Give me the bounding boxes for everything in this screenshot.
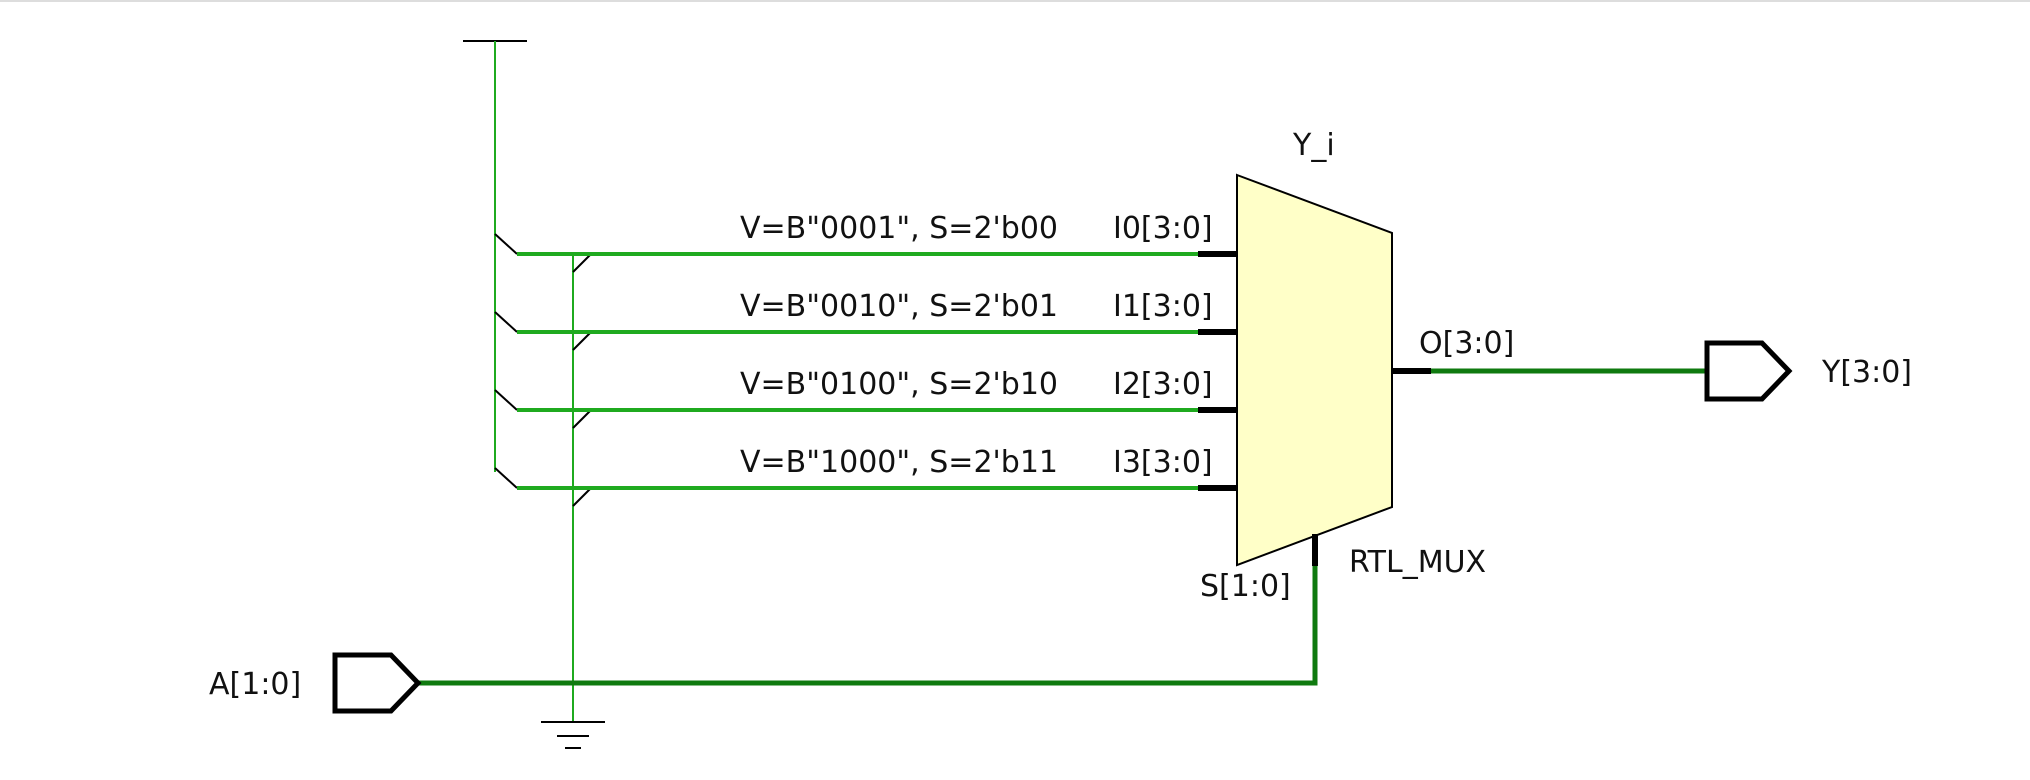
ground-icon	[541, 721, 605, 749]
output-pin-label: O[3:0]	[1419, 326, 1514, 361]
select-wire	[416, 566, 1318, 686]
mux-body[interactable]	[1236, 173, 1393, 567]
input-row-0: V=B"0001", S=2'b00 I0[3:0]	[494, 211, 1237, 273]
input-pin-label: I2[3:0]	[1113, 367, 1213, 402]
input-row-1: V=B"0010", S=2'b01 I1[3:0]	[494, 289, 1237, 351]
input-value-label: V=B"0010", S=2'b01	[740, 289, 1058, 324]
input-row-3: V=B"1000", S=2'b11 I3[3:0]	[494, 445, 1237, 507]
input-pin-label: I0[3:0]	[1113, 211, 1213, 246]
select-pin-label: S[1:0]	[1200, 569, 1291, 604]
input-value-label: V=B"1000", S=2'b11	[740, 445, 1058, 480]
input-value-label: V=B"0100", S=2'b10	[740, 367, 1058, 402]
input-port-label: A[1:0]	[209, 667, 301, 702]
input-pin-label: I1[3:0]	[1113, 289, 1213, 324]
input-row-2: V=B"0100", S=2'b10 I2[3:0]	[494, 367, 1237, 429]
mux-instance-name: Y_i	[1292, 128, 1335, 163]
input-port-a[interactable]	[332, 652, 422, 714]
output-port-y[interactable]	[1704, 340, 1793, 402]
input-value-label: V=B"0001", S=2'b00	[740, 211, 1058, 246]
output-port-label: Y[3:0]	[1821, 355, 1912, 390]
input-pin-label: I3[3:0]	[1113, 445, 1213, 480]
mux-cell-type: RTL_MUX	[1349, 545, 1486, 580]
